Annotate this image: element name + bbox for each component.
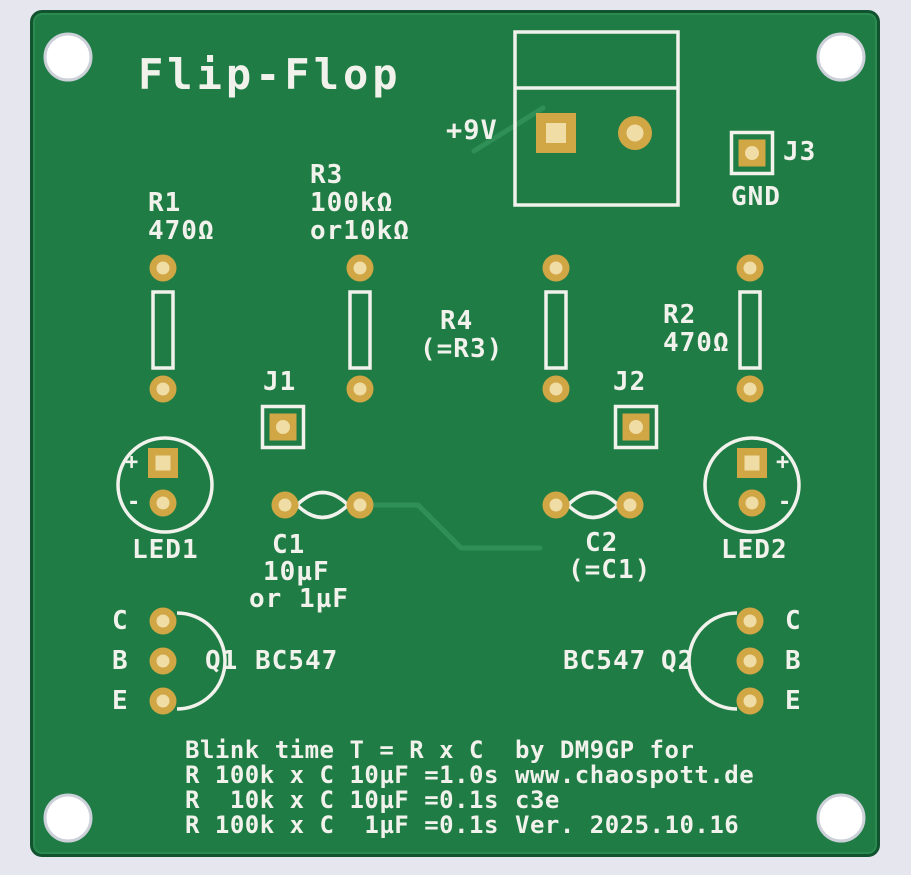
credit-website: www.chaospott.de xyxy=(515,761,755,789)
led2-plus-sign: + xyxy=(776,450,791,475)
note-blink-time: Blink time T = R x C xyxy=(185,736,484,764)
c2-ref-label: C2 xyxy=(585,528,619,558)
note-combo-2: R 10k x C 10µF =0.1s xyxy=(185,786,499,814)
r2-value-label: 470Ω xyxy=(663,328,730,358)
note-combo-1: R 100k x C 10µF =1.0s xyxy=(185,761,499,789)
j2-label: J2 xyxy=(613,367,647,397)
q2-pin-b-label: B xyxy=(785,646,802,676)
r1-ref-label: R1 xyxy=(148,188,182,218)
q2-pin-e-label: E xyxy=(785,686,802,716)
led1-plus-sign: + xyxy=(125,450,140,475)
led1-label: LED1 xyxy=(132,535,199,565)
r3-value-label: 100kΩ xyxy=(310,188,394,218)
q2-pin-c-label: C xyxy=(785,606,802,636)
c2-value-label: (=C1) xyxy=(568,555,652,585)
credit-org: c3e xyxy=(515,786,560,814)
q1-pin-b-label: B xyxy=(112,646,129,676)
credit-version: Ver. 2025.10.16 xyxy=(515,811,740,839)
q1-ref-label: Q1 xyxy=(205,646,239,676)
credit-author: by DM9GP for xyxy=(515,736,695,764)
j1-label: J1 xyxy=(263,367,297,397)
q1-pin-c-label: C xyxy=(112,606,129,636)
led1-minus-sign: - xyxy=(127,490,142,515)
led2-minus-sign: - xyxy=(778,490,793,515)
c1-value-label: 10µF xyxy=(263,557,330,587)
power-label: +9V xyxy=(446,115,498,146)
led2-label: LED2 xyxy=(721,535,788,565)
c1-ref-label: C1 xyxy=(272,530,306,560)
r4-value-label: (=R3) xyxy=(420,334,504,364)
j3-label: J3 xyxy=(783,137,817,167)
c1-alt-label: or 1µF xyxy=(249,584,349,614)
r1-value-label: 470Ω xyxy=(148,216,215,246)
note-combo-3: R 100k x C 1µF =0.1s xyxy=(185,811,499,839)
gnd-label: GND xyxy=(731,182,781,212)
q1-pin-e-label: E xyxy=(112,686,129,716)
r3-ref-label: R3 xyxy=(310,160,344,190)
board-title: Flip-Flop xyxy=(138,50,402,99)
q2-ref-label: Q2 xyxy=(661,646,695,676)
q2-part-label: BC547 xyxy=(563,646,647,676)
q1-part-label: BC547 xyxy=(255,646,339,676)
r4-ref-label: R4 xyxy=(440,306,474,336)
r2-ref-label: R2 xyxy=(663,300,697,330)
r3-alt-label: or10kΩ xyxy=(310,216,410,246)
